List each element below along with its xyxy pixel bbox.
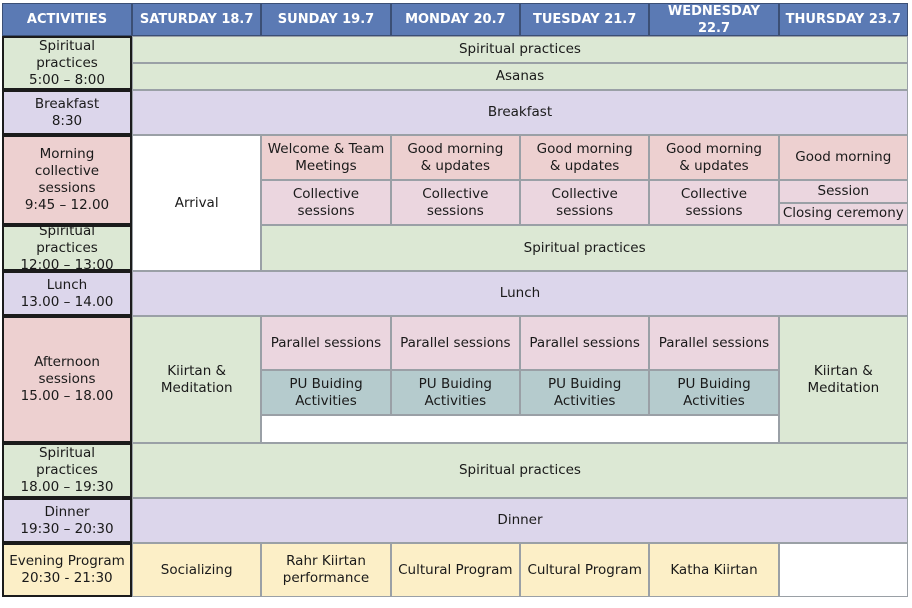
- cell-mon-cultural: Cultural Program: [390, 543, 520, 597]
- activity-spiritual-evening: Spiritual practices 18.00 – 19:30: [2, 443, 132, 498]
- activity-dinner: Dinner 19:30 – 20:30: [2, 498, 132, 543]
- cell-mon-good-morning: Good morning & updates: [390, 135, 520, 180]
- cell-sun-welcome: Welcome & Team Meetings: [261, 135, 391, 180]
- activity-lunch: Lunch 13.00 – 14.00: [2, 271, 132, 316]
- cell-sun-rahr: Rahr Kiirtan performance: [261, 543, 391, 597]
- header-tuesday: TUESDAY 21.7: [519, 3, 650, 36]
- cell-lunch: Lunch: [132, 271, 908, 316]
- cell-mon-parallel: Parallel sessions: [390, 316, 520, 370]
- cell-sun-collective: Collective sessions: [261, 180, 391, 225]
- cell-sun-pu: PU Buiding Activities: [261, 370, 391, 415]
- cell-spiritual-practices-evening: Spiritual practices: [132, 443, 908, 498]
- cell-tue-parallel: Parallel sessions: [519, 316, 650, 370]
- cell-arrival: Arrival: [132, 135, 262, 271]
- cell-thu-session: Session: [778, 180, 908, 203]
- cell-breakfast: Breakfast: [132, 90, 908, 135]
- header-activities: ACTIVITIES: [2, 3, 132, 36]
- cell-afternoon-empty: [261, 415, 779, 443]
- cell-tue-good-morning: Good morning & updates: [519, 135, 650, 180]
- header-wednesday: WEDNESDAY 22.7: [649, 3, 779, 36]
- cell-wed-good-morning: Good morning & updates: [649, 135, 779, 180]
- cell-wed-parallel: Parallel sessions: [649, 316, 779, 370]
- cell-sat-kiirtan: Kiirtan & Meditation: [132, 316, 262, 443]
- header-monday: MONDAY 20.7: [390, 3, 520, 36]
- cell-thu-split: Session Closing ceremony: [778, 180, 908, 225]
- cell-spiritual-practices-noon: Spiritual practices: [261, 225, 908, 271]
- activity-afternoon: Afternoon sessions 15.00 – 18.00: [2, 316, 132, 443]
- activity-spiritual-noon: Spiritual practices 12:00 – 13:00: [2, 225, 132, 271]
- cell-dinner: Dinner: [132, 498, 908, 543]
- cell-mon-collective: Collective sessions: [390, 180, 520, 225]
- activity-spiritual-morning: Spiritual practices 5:00 – 8:00: [2, 36, 132, 90]
- cell-spiritual-practices-morning: Spiritual practices: [132, 36, 908, 63]
- cell-mon-pu: PU Buiding Activities: [390, 370, 520, 415]
- cell-sat-socializing: Socializing: [132, 543, 262, 597]
- cell-tue-pu: PU Buiding Activities: [519, 370, 650, 415]
- activity-morning-sessions: Morning collective sessions 9:45 – 12.00: [2, 135, 132, 225]
- cell-sun-parallel: Parallel sessions: [261, 316, 391, 370]
- activity-breakfast: Breakfast 8:30: [2, 90, 132, 135]
- cell-thu-closing: Closing ceremony: [778, 202, 908, 225]
- cell-wed-collective: Collective sessions: [649, 180, 779, 225]
- cell-tue-cultural: Cultural Program: [519, 543, 650, 597]
- cell-asanas: Asanas: [132, 63, 908, 90]
- schedule-table: ACTIVITIES SATURDAY 18.7 SUNDAY 19.7 MON…: [2, 3, 908, 604]
- header-thursday: THURSDAY 23.7: [778, 3, 908, 36]
- cell-tue-collective: Collective sessions: [519, 180, 650, 225]
- activity-evening-program: Evening Program 20:30 - 21:30: [2, 543, 132, 597]
- header-saturday: SATURDAY 18.7: [132, 3, 262, 36]
- cell-wed-pu: PU Buiding Activities: [649, 370, 779, 415]
- cell-thu-evening-empty: [778, 543, 908, 597]
- cell-thu-kiirtan: Kiirtan & Meditation: [778, 316, 908, 443]
- header-sunday: SUNDAY 19.7: [261, 3, 391, 36]
- cell-wed-katha: Katha Kiirtan: [649, 543, 779, 597]
- cell-thu-good-morning: Good morning: [778, 135, 908, 180]
